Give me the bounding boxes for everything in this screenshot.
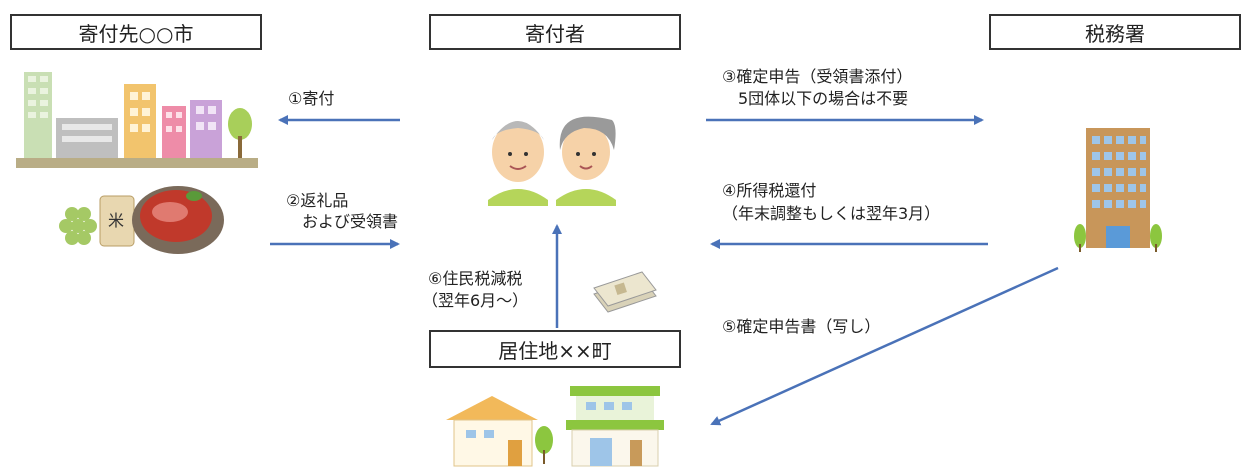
residence-box: 居住地××町 <box>429 330 681 368</box>
elderly-couple-icon <box>488 116 616 206</box>
copy-arrow <box>710 266 1059 426</box>
gift-label-line2: および受領書 <box>286 212 399 231</box>
donor-box: 寄付者 <box>429 14 681 50</box>
filing-label-line1: ③確定申告（受領書添付） <box>722 67 913 86</box>
office-building-icon <box>1074 128 1162 252</box>
houses-icon <box>446 386 664 467</box>
money-bundle-icon <box>593 271 657 313</box>
refund-label-line2: （年末調整もしくは翌年3月） <box>722 204 941 223</box>
gift-goods-icon: 米 <box>59 186 224 254</box>
city-buildings-icon <box>16 72 258 168</box>
filing-label-line2: 5団体以下の場合は不要 <box>722 89 909 108</box>
refund-label-line1: ④所得税還付 <box>722 181 817 200</box>
copy-label: ⑤確定申告書（写し） <box>722 317 881 336</box>
tax-office-box: 税務署 <box>989 14 1241 50</box>
resident-tax-label-line2: （翌年6月～） <box>422 291 529 310</box>
city-box: 寄付先○○市 <box>10 14 262 50</box>
resident-tax-label-line1: ⑥住民税減税 <box>428 269 523 288</box>
svg-text:米: 米 <box>108 211 124 230</box>
donation-label: ①寄付 <box>288 89 335 108</box>
gift-label-line1: ②返礼品 <box>286 191 349 210</box>
